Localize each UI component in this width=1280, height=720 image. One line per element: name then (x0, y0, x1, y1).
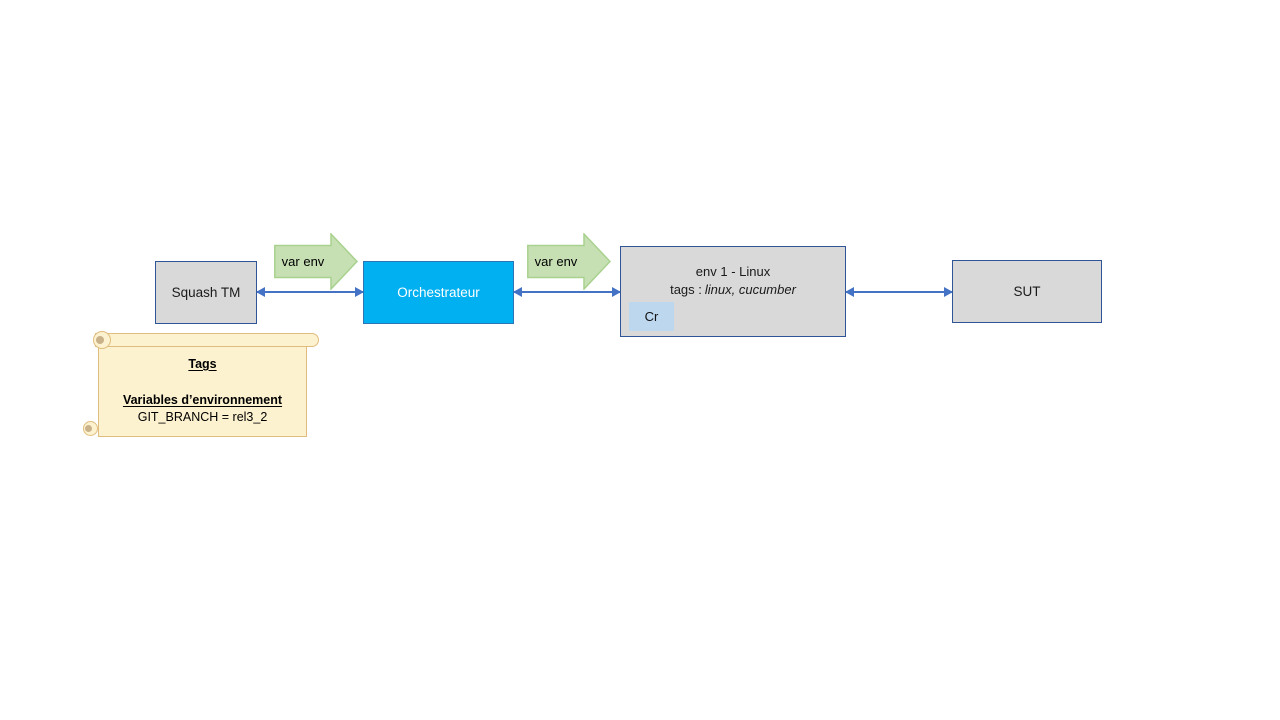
cr-badge: Cr (629, 302, 674, 331)
node-env1-tags-label: tags : (670, 282, 702, 297)
right-block-arrow-icon (274, 233, 358, 290)
node-orchestrateur: Orchestrateur (363, 261, 514, 324)
var-env-arrow-2-label: var env (534, 254, 578, 269)
var-env-arrow-1: var env (274, 233, 358, 290)
right-block-arrow-icon (527, 233, 611, 290)
node-sut-label: SUT (1013, 284, 1041, 299)
scroll-top-roll-icon (95, 333, 319, 347)
node-env1-linux: env 1 - Linux tags :linux, cucumber Cr (620, 246, 846, 337)
connector-orchestrateur-env1 (513, 287, 621, 297)
scroll-note-title: Tags (188, 357, 217, 371)
node-sut: SUT (952, 260, 1102, 323)
scroll-note-line1: GIT_BRANCH = rel3_2 (137, 410, 268, 424)
scroll-note-subtitle: Variables d’environnement (122, 393, 283, 407)
scroll-top-curl-icon (93, 331, 111, 349)
scroll-note-body: Tags Variables d’environnement GIT_BRANC… (98, 344, 307, 437)
node-orchestrateur-label: Orchestrateur (397, 285, 480, 300)
node-env1-title: env 1 - Linux (695, 264, 771, 279)
connector-env1-sut (845, 287, 953, 297)
node-env1-tags-value: linux, cucumber (704, 282, 796, 297)
var-env-arrow-2: var env (527, 233, 611, 290)
scroll-bottom-curl-icon (83, 421, 98, 436)
node-squash-tm-label: Squash TM (171, 285, 241, 300)
node-squash-tm: Squash TM (155, 261, 257, 324)
scroll-note: Tags Variables d’environnement GIT_BRANC… (82, 329, 322, 441)
connector-squash-orchestrateur (256, 287, 364, 297)
var-env-arrow-1-label: var env (281, 254, 325, 269)
node-env1-tags: tags :linux, cucumber (621, 282, 845, 297)
